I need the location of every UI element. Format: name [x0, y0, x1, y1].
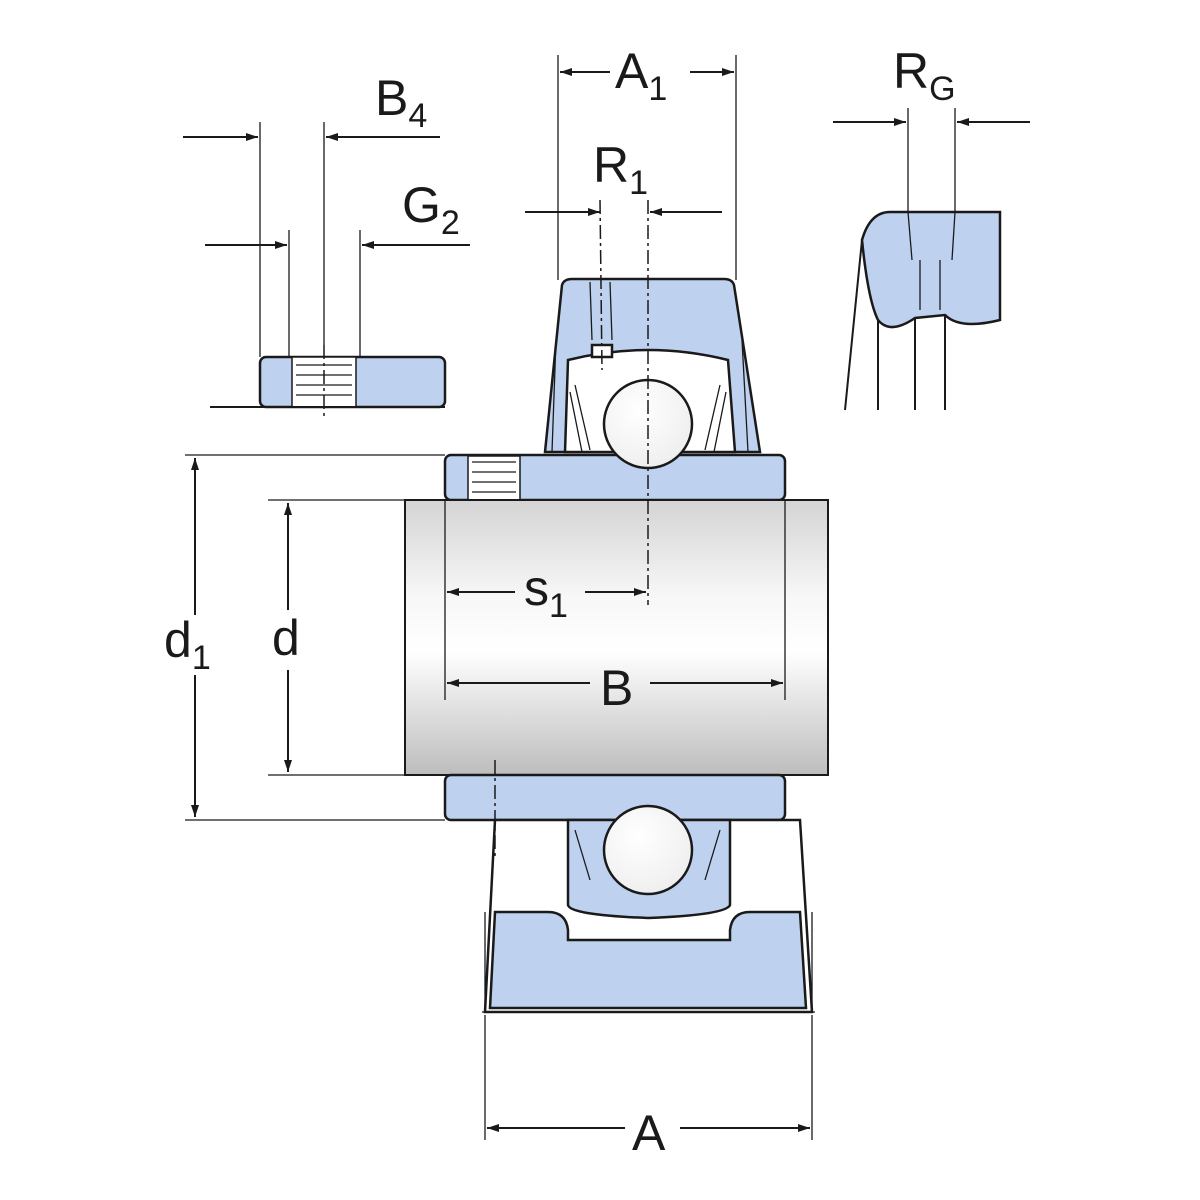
detail-grease-fitting — [844, 210, 1002, 411]
label-rg: RG — [893, 43, 956, 108]
set-screw-lower — [467, 455, 521, 501]
label-a: A — [632, 1105, 666, 1161]
shaft — [404, 499, 829, 776]
label-b: B — [600, 660, 633, 716]
label-a1: A1 — [615, 43, 667, 108]
label-d: d — [272, 610, 300, 666]
label-d1: d1 — [164, 612, 211, 677]
label-r1: R1 — [593, 137, 648, 202]
label-s1: s1 — [524, 560, 568, 625]
label-g2: G2 — [402, 177, 460, 242]
lower-inner-ring — [443, 773, 787, 822]
label-b4: B4 — [375, 70, 427, 135]
dimension-lines — [183, 55, 1030, 1140]
ball-lower — [602, 804, 694, 896]
detail-set-screw — [210, 345, 447, 418]
